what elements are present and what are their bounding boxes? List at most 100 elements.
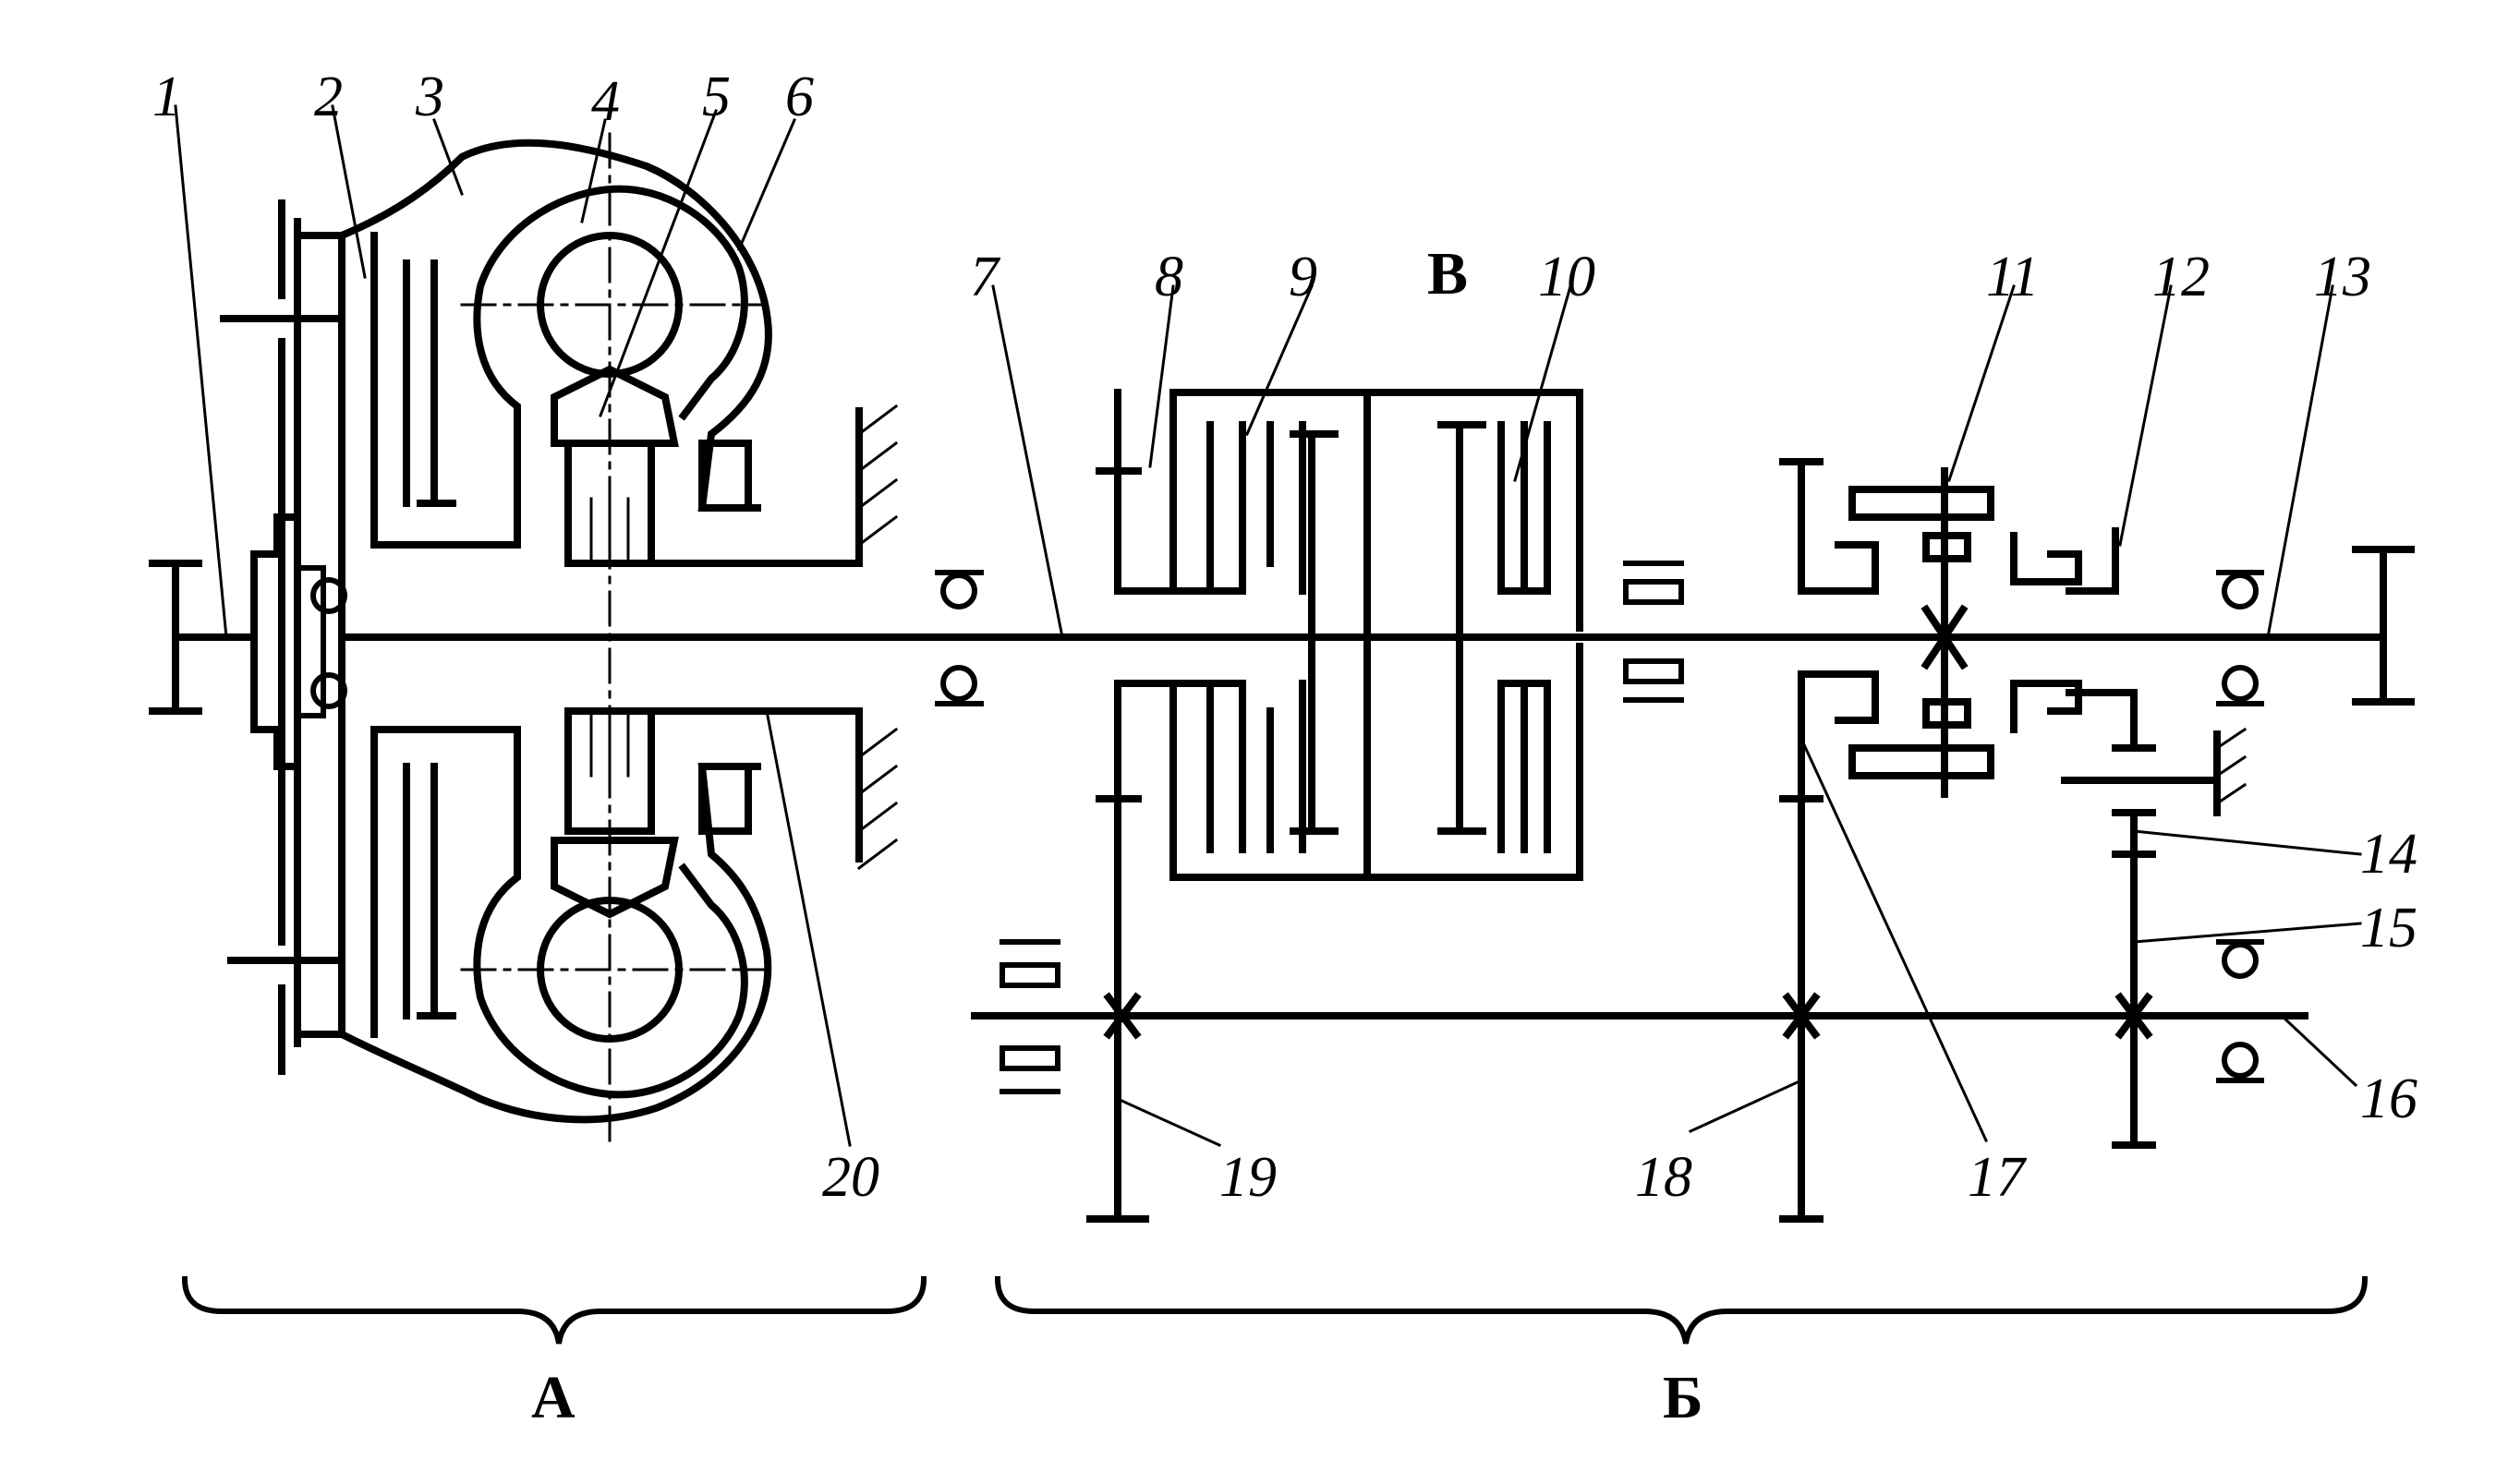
leader-1 bbox=[174, 104, 228, 639]
ground-hatch-line bbox=[856, 514, 899, 548]
turbine-upper bbox=[698, 440, 752, 512]
clutch-drum-lower bbox=[1114, 680, 1246, 1223]
group-b-brace bbox=[994, 1275, 2369, 1345]
group-a-brace bbox=[181, 1275, 927, 1345]
label-6: 6 bbox=[785, 66, 814, 128]
brake-band-lower bbox=[2010, 680, 2082, 733]
housing-lower-step bbox=[250, 726, 301, 1047]
group-label-a: А bbox=[531, 1364, 576, 1431]
housing-upper-step bbox=[250, 375, 301, 558]
gear-cross bbox=[1782, 992, 1821, 1040]
label-5: 5 bbox=[702, 66, 731, 128]
label-7: 7 bbox=[970, 246, 1001, 308]
clutch-v-10 bbox=[1363, 389, 1583, 881]
bearing-2 bbox=[1623, 561, 1684, 703]
lockup-disk-lower bbox=[370, 726, 521, 1038]
bearing-block bbox=[1000, 962, 1060, 988]
converter-housing-lower bbox=[336, 763, 772, 1124]
leader-13 bbox=[2266, 284, 2334, 639]
label-11: 11 bbox=[1986, 246, 2039, 308]
stator-upper bbox=[551, 365, 679, 447]
clutch-8-9 bbox=[1086, 389, 1371, 1223]
leader-18 bbox=[1689, 1079, 1803, 1133]
ground-hatch-line bbox=[2214, 727, 2248, 751]
stator-lower bbox=[551, 837, 679, 919]
label-9: 9 bbox=[1289, 246, 1317, 308]
lockup-disk-upper bbox=[370, 232, 521, 549]
label-15: 15 bbox=[2360, 897, 2417, 959]
converter-housing-upper bbox=[336, 139, 772, 512]
sun-gear-drum-upper bbox=[1798, 458, 1879, 595]
leader-14 bbox=[2132, 829, 2362, 856]
clutch-drum-upper bbox=[1114, 389, 1246, 595]
bearing-block bbox=[1623, 658, 1684, 684]
bearing-ball bbox=[940, 573, 977, 609]
leader-17 bbox=[1799, 737, 1988, 1142]
leader-15 bbox=[2132, 922, 2362, 944]
group-label-b: Б bbox=[1663, 1364, 1703, 1431]
brake-band-upper bbox=[2010, 532, 2082, 585]
label-1: 1 bbox=[152, 66, 181, 128]
bearing-ball bbox=[2222, 573, 2259, 609]
leader-7 bbox=[991, 284, 1064, 639]
bearing-ball bbox=[940, 665, 977, 702]
ground-hatch-line bbox=[856, 727, 899, 760]
ground-hatch-line bbox=[856, 764, 899, 797]
leader-3 bbox=[432, 118, 464, 196]
label-18: 18 bbox=[1635, 1146, 1692, 1209]
label-14: 14 bbox=[2360, 823, 2417, 886]
bearing-block bbox=[1000, 1045, 1060, 1071]
carrier-cross bbox=[1920, 604, 1969, 670]
label-8: 8 bbox=[1155, 246, 1183, 308]
label-clutch-v: В bbox=[1427, 240, 1468, 308]
leader-16 bbox=[2279, 1013, 2358, 1088]
leader-2 bbox=[331, 104, 367, 279]
ground-hatch-line bbox=[856, 801, 899, 834]
label-19: 19 bbox=[1219, 1146, 1277, 1209]
leader-19 bbox=[1116, 1097, 1221, 1147]
bearing-ball bbox=[2222, 665, 2259, 702]
ground-hatch-line bbox=[856, 477, 899, 511]
label-17: 17 bbox=[1968, 1146, 2028, 1209]
ground-hatch-line bbox=[2214, 782, 2248, 806]
label-2: 2 bbox=[314, 66, 343, 128]
planetary-gearset bbox=[1779, 458, 2156, 1223]
leader-9 bbox=[1245, 284, 1314, 436]
leader-5 bbox=[599, 109, 718, 417]
leader-10 bbox=[1513, 284, 1572, 482]
label-10: 10 bbox=[1538, 246, 1595, 308]
pump-wheel-upper bbox=[473, 185, 748, 549]
leader-11 bbox=[1947, 284, 2016, 482]
ground-hatch-lower bbox=[856, 727, 899, 871]
leader-8 bbox=[1148, 284, 1175, 468]
bearing-3 bbox=[2216, 570, 2264, 706]
leader-12 bbox=[2118, 284, 2173, 547]
bearing-1 bbox=[935, 570, 984, 706]
bearing-ball bbox=[2222, 1042, 2259, 1079]
leader-lines bbox=[174, 104, 2362, 1147]
ring-gear-lower bbox=[1848, 744, 1994, 779]
label-12: 12 bbox=[2152, 246, 2210, 308]
leader-4 bbox=[580, 118, 607, 223]
ring-gear-upper bbox=[1848, 486, 1994, 521]
countershaft bbox=[971, 939, 2308, 1094]
label-16: 16 bbox=[2360, 1068, 2417, 1130]
bearing-block bbox=[1623, 579, 1684, 605]
gear-cross bbox=[1103, 992, 1142, 1040]
ground-hatch-line bbox=[856, 440, 899, 474]
part-labels: 1 2 3 4 5 6 7 8 9 В 10 11 12 13 14 15 16… bbox=[152, 66, 2417, 1431]
gear-cross bbox=[2114, 992, 2153, 1040]
label-3: 3 bbox=[415, 66, 444, 128]
label-20: 20 bbox=[822, 1146, 879, 1209]
ground-hatch-line bbox=[856, 838, 899, 871]
leader-6 bbox=[737, 118, 796, 251]
turbine-lower bbox=[698, 763, 752, 835]
reverse-gear bbox=[2061, 727, 2248, 1149]
ground-hatch-line bbox=[2214, 754, 2248, 778]
label-13: 13 bbox=[2314, 246, 2371, 308]
ground-hatch-line bbox=[856, 404, 899, 437]
sun-gear-drum-lower bbox=[1798, 670, 1879, 1223]
torque-converter-unit bbox=[172, 132, 899, 1142]
input-bearing-housing bbox=[295, 565, 326, 718]
